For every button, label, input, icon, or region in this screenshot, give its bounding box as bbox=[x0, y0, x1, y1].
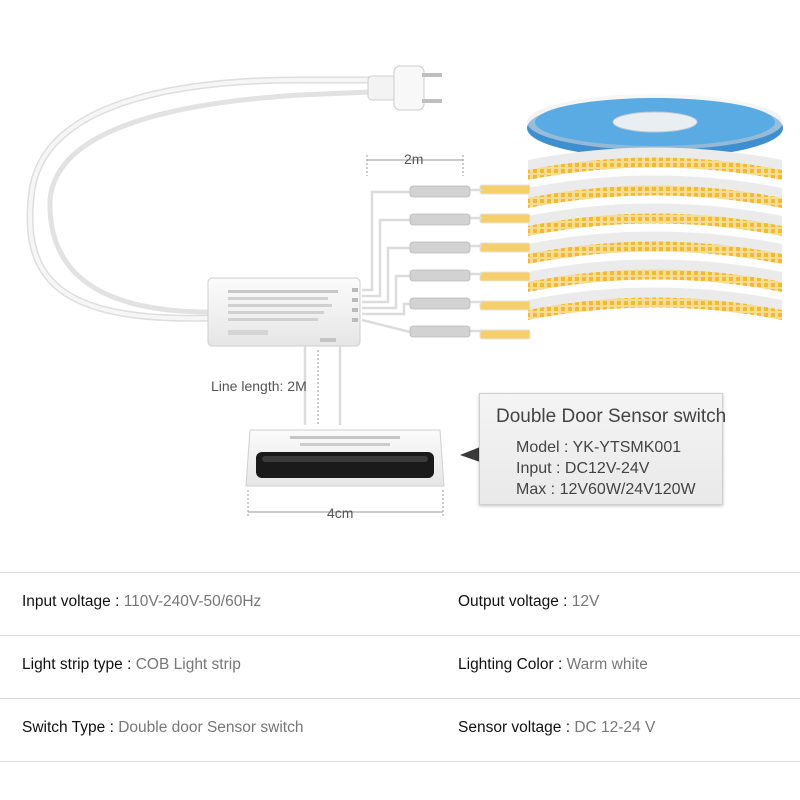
product-illustration: 2m Line length: 2M 4cm bbox=[26, 65, 783, 521]
sensor-width-dimension bbox=[247, 490, 444, 518]
spec-row: Input voltage : 110V-240V-50/60Hz Output… bbox=[0, 572, 800, 636]
spec-lighting-color: Lighting Color : Warm white bbox=[458, 656, 648, 673]
led-strip-reels bbox=[479, 94, 783, 340]
spec-sensor-voltage: Sensor voltage : DC 12-24 V bbox=[458, 719, 656, 736]
cable-length-label: 2m bbox=[404, 151, 423, 167]
callout-pointer bbox=[460, 447, 480, 462]
spec-row: Light strip type : COB Light strip Light… bbox=[0, 635, 800, 699]
spec-light-strip-type: Light strip type : COB Light strip bbox=[22, 656, 241, 673]
power-plug bbox=[367, 65, 442, 111]
sensor-spec-callout: Double Door Sensor switch Model : YK-YTS… bbox=[479, 393, 727, 505]
cable-length-dimension bbox=[366, 155, 464, 176]
output-wires bbox=[361, 185, 482, 338]
spec-input-voltage: Input voltage : 110V-240V-50/60Hz bbox=[22, 593, 262, 610]
power-cord bbox=[26, 76, 374, 322]
line-length-label: Line length: 2M bbox=[211, 378, 307, 394]
spec-max: Max : 12V60W/24V120W bbox=[516, 481, 696, 498]
spec-row: Switch Type : Double door Sensor switch … bbox=[0, 698, 800, 762]
driver-box bbox=[207, 277, 361, 347]
spec-input: Input : DC12V-24V bbox=[516, 460, 650, 477]
spec-model: Model : YK-YTSMK001 bbox=[516, 439, 682, 456]
spec-row-divider bbox=[0, 761, 800, 792]
sensor-wires bbox=[303, 346, 342, 425]
sensor-width-label: 4cm bbox=[327, 505, 353, 521]
spec-switch-type: Switch Type : Double door Sensor switch bbox=[22, 719, 304, 736]
door-sensor-switch bbox=[245, 429, 445, 487]
spec-title: Double Door Sensor switch bbox=[496, 406, 727, 427]
spec-output-voltage: Output voltage : 12V bbox=[458, 593, 600, 610]
